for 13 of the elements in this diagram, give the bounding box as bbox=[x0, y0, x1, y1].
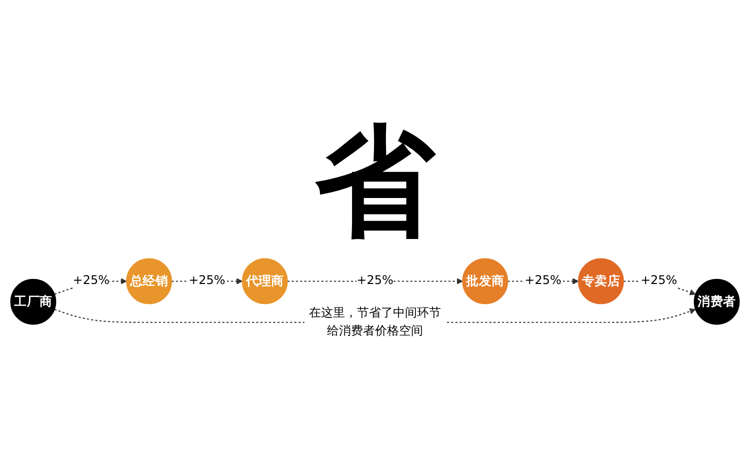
node-circle: 总经销 bbox=[126, 258, 172, 304]
edge-label: +25% bbox=[356, 274, 394, 288]
edge-label: +25% bbox=[188, 274, 226, 288]
node-circle: 专卖店 bbox=[578, 258, 624, 304]
node-circle: 消费者 bbox=[694, 278, 740, 325]
large-character: 省 bbox=[315, 122, 435, 243]
edge-label: +25% bbox=[524, 274, 562, 288]
edge-label: +25% bbox=[640, 274, 678, 288]
edge-label: +25% bbox=[72, 274, 110, 288]
node-circle: 批发商 bbox=[462, 258, 508, 304]
node-circle: 代理商 bbox=[242, 258, 288, 304]
edge-label: 在这里，节省了中间环节给消费者价格空间 bbox=[308, 306, 442, 338]
node-circle: 工厂商 bbox=[10, 278, 56, 325]
